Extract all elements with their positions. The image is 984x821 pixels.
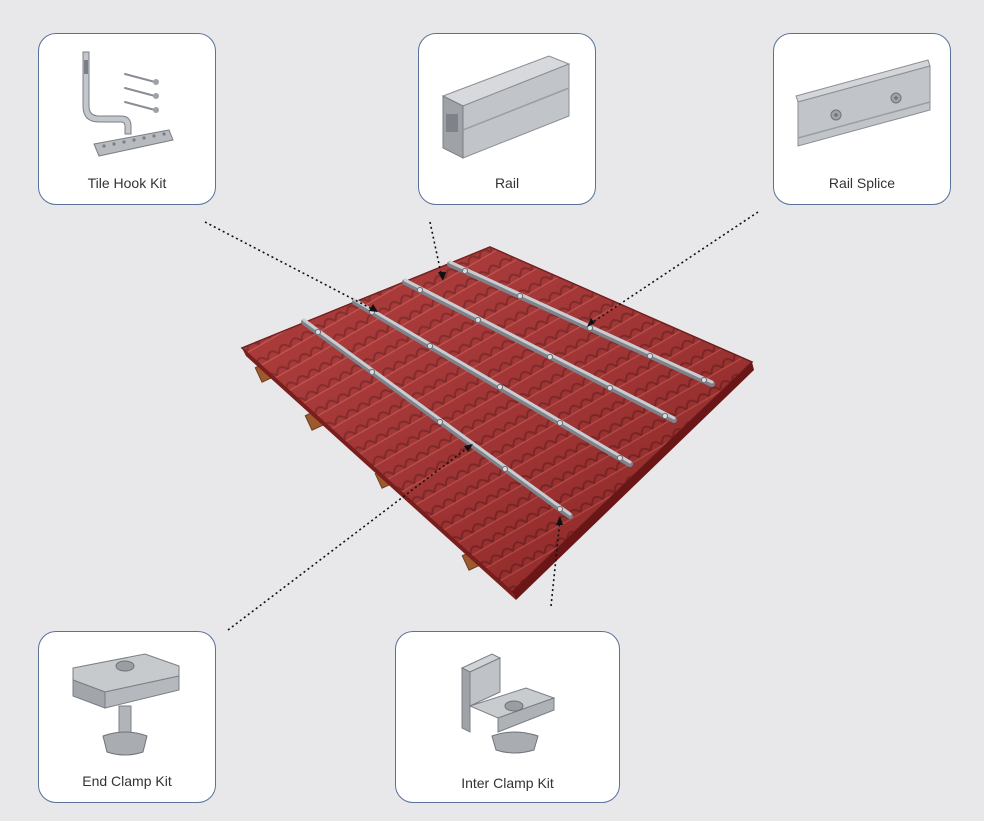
rail-1 <box>301 318 573 519</box>
tile-hook-kit-card: Tile Hook Kit <box>38 33 216 205</box>
leader-rail-splice <box>589 211 759 325</box>
leader-lines <box>204 211 759 631</box>
rail-splice-icon <box>795 59 931 147</box>
tile-hook-icon <box>82 51 174 157</box>
rail-splice-card: Rail Splice <box>773 33 951 205</box>
inter-clamp-kit-label: Inter Clamp Kit <box>461 775 554 791</box>
rail-icon <box>441 55 571 159</box>
leader-arrowheads <box>369 272 595 525</box>
rail-4 <box>447 260 715 387</box>
rail-card: Rail <box>418 33 596 205</box>
end-clamp-icon <box>72 653 180 756</box>
mounting-rails <box>301 260 715 519</box>
leader-tile-hook <box>204 221 377 312</box>
end-clamp-kit-label: End Clamp Kit <box>82 773 172 789</box>
rail-3 <box>402 278 677 423</box>
roof-tiles <box>240 246 754 600</box>
end-clamp-kit-card: End Clamp Kit <box>38 631 216 803</box>
rail-splice-label: Rail Splice <box>828 175 896 191</box>
inter-clamp-icon <box>460 653 556 754</box>
rail-label: Rail <box>494 175 520 191</box>
rail-2 <box>352 298 633 467</box>
inter-clamp-kit-card: Inter Clamp Kit <box>395 631 620 803</box>
leader-end-clamp <box>227 445 471 631</box>
tile-hook-kit-label: Tile Hook Kit <box>87 175 167 191</box>
